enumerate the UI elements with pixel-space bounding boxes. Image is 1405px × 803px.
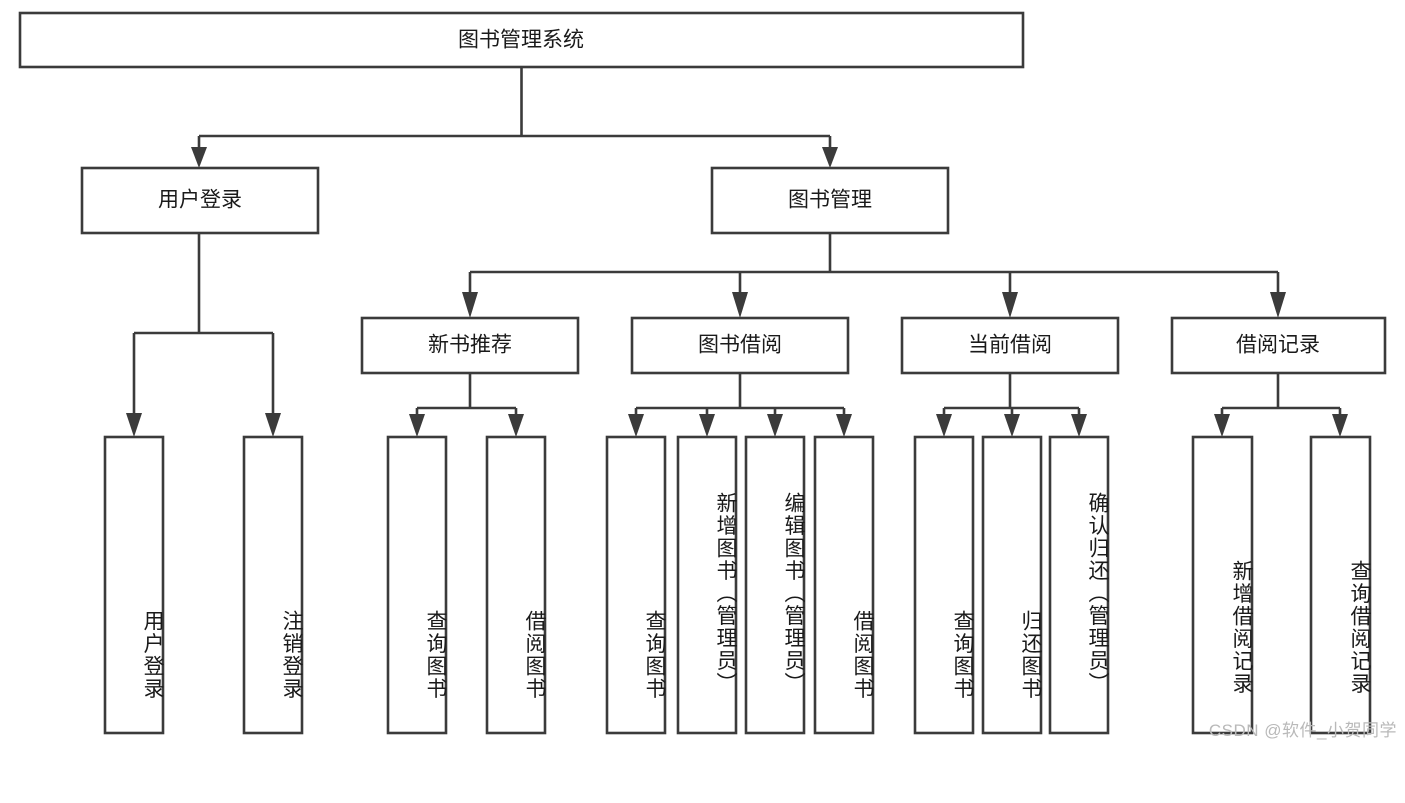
node-leaf-edit-book[interactable] (744, 435, 806, 735)
arrow-head-icon (732, 292, 748, 318)
node-leaf-query-book-2[interactable] (605, 435, 667, 735)
connector-root-to-level2 (191, 67, 838, 168)
arrow-head-icon (822, 147, 838, 168)
csdn-watermark: CSDN @软件_小贺同学 (1208, 721, 1397, 740)
node-new-book-rec-label: 新书推荐 (428, 334, 512, 357)
node-leaf-add-record[interactable] (1191, 435, 1254, 735)
arrow-head-icon (628, 414, 644, 437)
node-leaf-query-book-3[interactable] (913, 435, 975, 735)
arrow-head-icon (126, 413, 142, 437)
node-borrow-record-label: 借阅记录 (1236, 334, 1320, 357)
node-book-manage[interactable]: 图书管理 (710, 166, 950, 235)
arrow-head-icon (1002, 292, 1018, 318)
connector-currentborrow-to-leaves (936, 373, 1087, 437)
connector-borrowrecord-to-leaves (1214, 373, 1348, 437)
arrow-head-icon (1270, 292, 1286, 318)
node-current-borrow[interactable]: 当前借阅 (900, 316, 1120, 375)
node-borrow-record[interactable]: 借阅记录 (1170, 316, 1387, 375)
arrow-head-icon (508, 414, 524, 437)
arrow-head-icon (191, 147, 207, 168)
arrow-head-icon (1004, 414, 1020, 437)
arrow-head-icon (1071, 414, 1087, 437)
node-leaf-borrow-book-1[interactable] (485, 435, 547, 735)
node-leaf-user-login[interactable] (103, 435, 165, 735)
node-leaf-return-book[interactable] (981, 435, 1043, 735)
connector-bookborrow-to-leaves (628, 373, 852, 437)
node-book-borrow[interactable]: 图书借阅 (630, 316, 850, 375)
leaf-boxes-group (103, 435, 1372, 735)
diagram-canvas: 图书管理系统 用户登录 图书管理 新书推荐 图书借阅 当前借阅 借阅记录 (18, 11, 1397, 740)
arrow-head-icon (1332, 414, 1348, 437)
node-leaf-confirm-return[interactable] (1048, 435, 1110, 735)
connector-newbook-to-leaves (409, 373, 524, 437)
node-leaf-query-book-1[interactable] (386, 435, 448, 735)
arrow-head-icon (699, 414, 715, 437)
connector-bookmanage-to-level3 (462, 233, 1286, 318)
node-book-borrow-label: 图书借阅 (698, 334, 782, 357)
node-current-borrow-label: 当前借阅 (968, 334, 1052, 357)
arrow-head-icon (1214, 414, 1230, 437)
arrow-head-icon (462, 292, 478, 318)
node-new-book-rec[interactable]: 新书推荐 (360, 316, 580, 375)
node-leaf-logout[interactable] (242, 435, 304, 735)
node-user-login[interactable]: 用户登录 (80, 166, 320, 235)
node-leaf-query-record[interactable] (1309, 435, 1372, 735)
arrow-head-icon (836, 414, 852, 437)
node-user-login-label: 用户登录 (158, 189, 242, 212)
flowchart-svg: 图书管理系统 用户登录 图书管理 新书推荐 图书借阅 当前借阅 借阅记录 (18, 11, 1387, 735)
arrow-head-icon (409, 414, 425, 437)
node-leaf-borrow-book-2[interactable] (813, 435, 875, 735)
connector-userlogin-to-leaves (126, 233, 281, 437)
arrow-head-icon (936, 414, 952, 437)
node-leaf-add-book[interactable] (676, 435, 738, 735)
node-root[interactable]: 图书管理系统 (18, 11, 1025, 69)
arrow-head-icon (767, 414, 783, 437)
node-root-label: 图书管理系统 (458, 29, 584, 52)
node-book-manage-label: 图书管理 (788, 189, 872, 212)
arrow-head-icon (265, 413, 281, 437)
